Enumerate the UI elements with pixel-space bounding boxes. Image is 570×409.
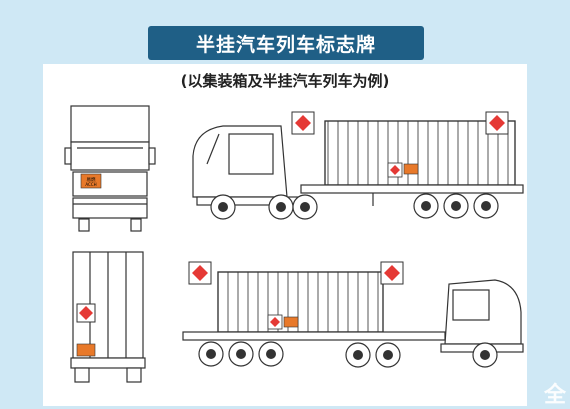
side-bottom-wheels xyxy=(198,341,498,368)
watermark-text: 全 xyxy=(543,383,566,408)
page-title: 半挂汽车列车标志牌 xyxy=(148,26,424,60)
truck-diagram: 易燃 ACCH xyxy=(64,105,524,383)
side-view-truck-bottom xyxy=(182,271,524,353)
front-view-truck xyxy=(64,105,156,232)
side-top-diamond-signs xyxy=(291,111,509,178)
illustration-subtitle: (以集装箱及半挂汽车列车为例) xyxy=(180,72,390,90)
side-top-wheels xyxy=(210,193,499,220)
rear-signs xyxy=(76,303,96,357)
illustration-panel: (以集装箱及半挂汽车列车为例) 易燃 ACCH xyxy=(43,64,527,406)
front-plate-sign: 易燃 ACCH xyxy=(80,173,102,189)
front-plate-primary: 易燃 xyxy=(87,176,96,183)
side-view-truck-top xyxy=(192,120,524,206)
front-plate-secondary: ACCH xyxy=(85,182,96,187)
side-bottom-diamond-signs xyxy=(188,261,404,330)
